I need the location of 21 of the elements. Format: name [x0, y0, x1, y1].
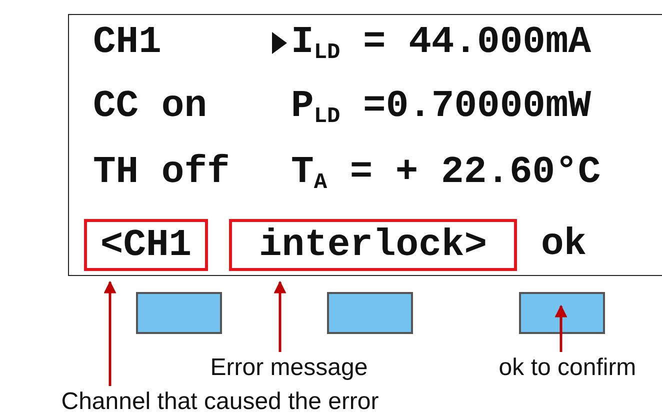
display-text: <CH1: [100, 224, 192, 266]
display-text: ok: [541, 223, 587, 267]
display-text: CC on: [93, 85, 208, 129]
device-key: [327, 292, 413, 334]
display-text: T$_{A}$ = + 22.60°C: [291, 151, 601, 197]
display-text: P$_{LD}$ =0.70000mW: [291, 85, 592, 131]
arrow: [554, 304, 568, 352]
annotation: ok to confirm: [475, 354, 660, 382]
lcd-display: [68, 14, 662, 276]
display-text: CH1: [93, 21, 162, 65]
annotation: Channel that caused the error: [10, 388, 430, 416]
display-text: I$_{LD}$ = 44.000mA: [291, 21, 592, 67]
arrow: [104, 280, 116, 386]
display-text: interlock>: [258, 224, 488, 266]
device-key: [136, 292, 222, 334]
display-text: TH off: [93, 151, 230, 195]
highlight-frame: [84, 219, 208, 271]
annotation: Error message: [184, 354, 394, 382]
device-key: [519, 292, 605, 334]
arrow: [274, 280, 286, 352]
highlight-frame: [229, 219, 517, 271]
